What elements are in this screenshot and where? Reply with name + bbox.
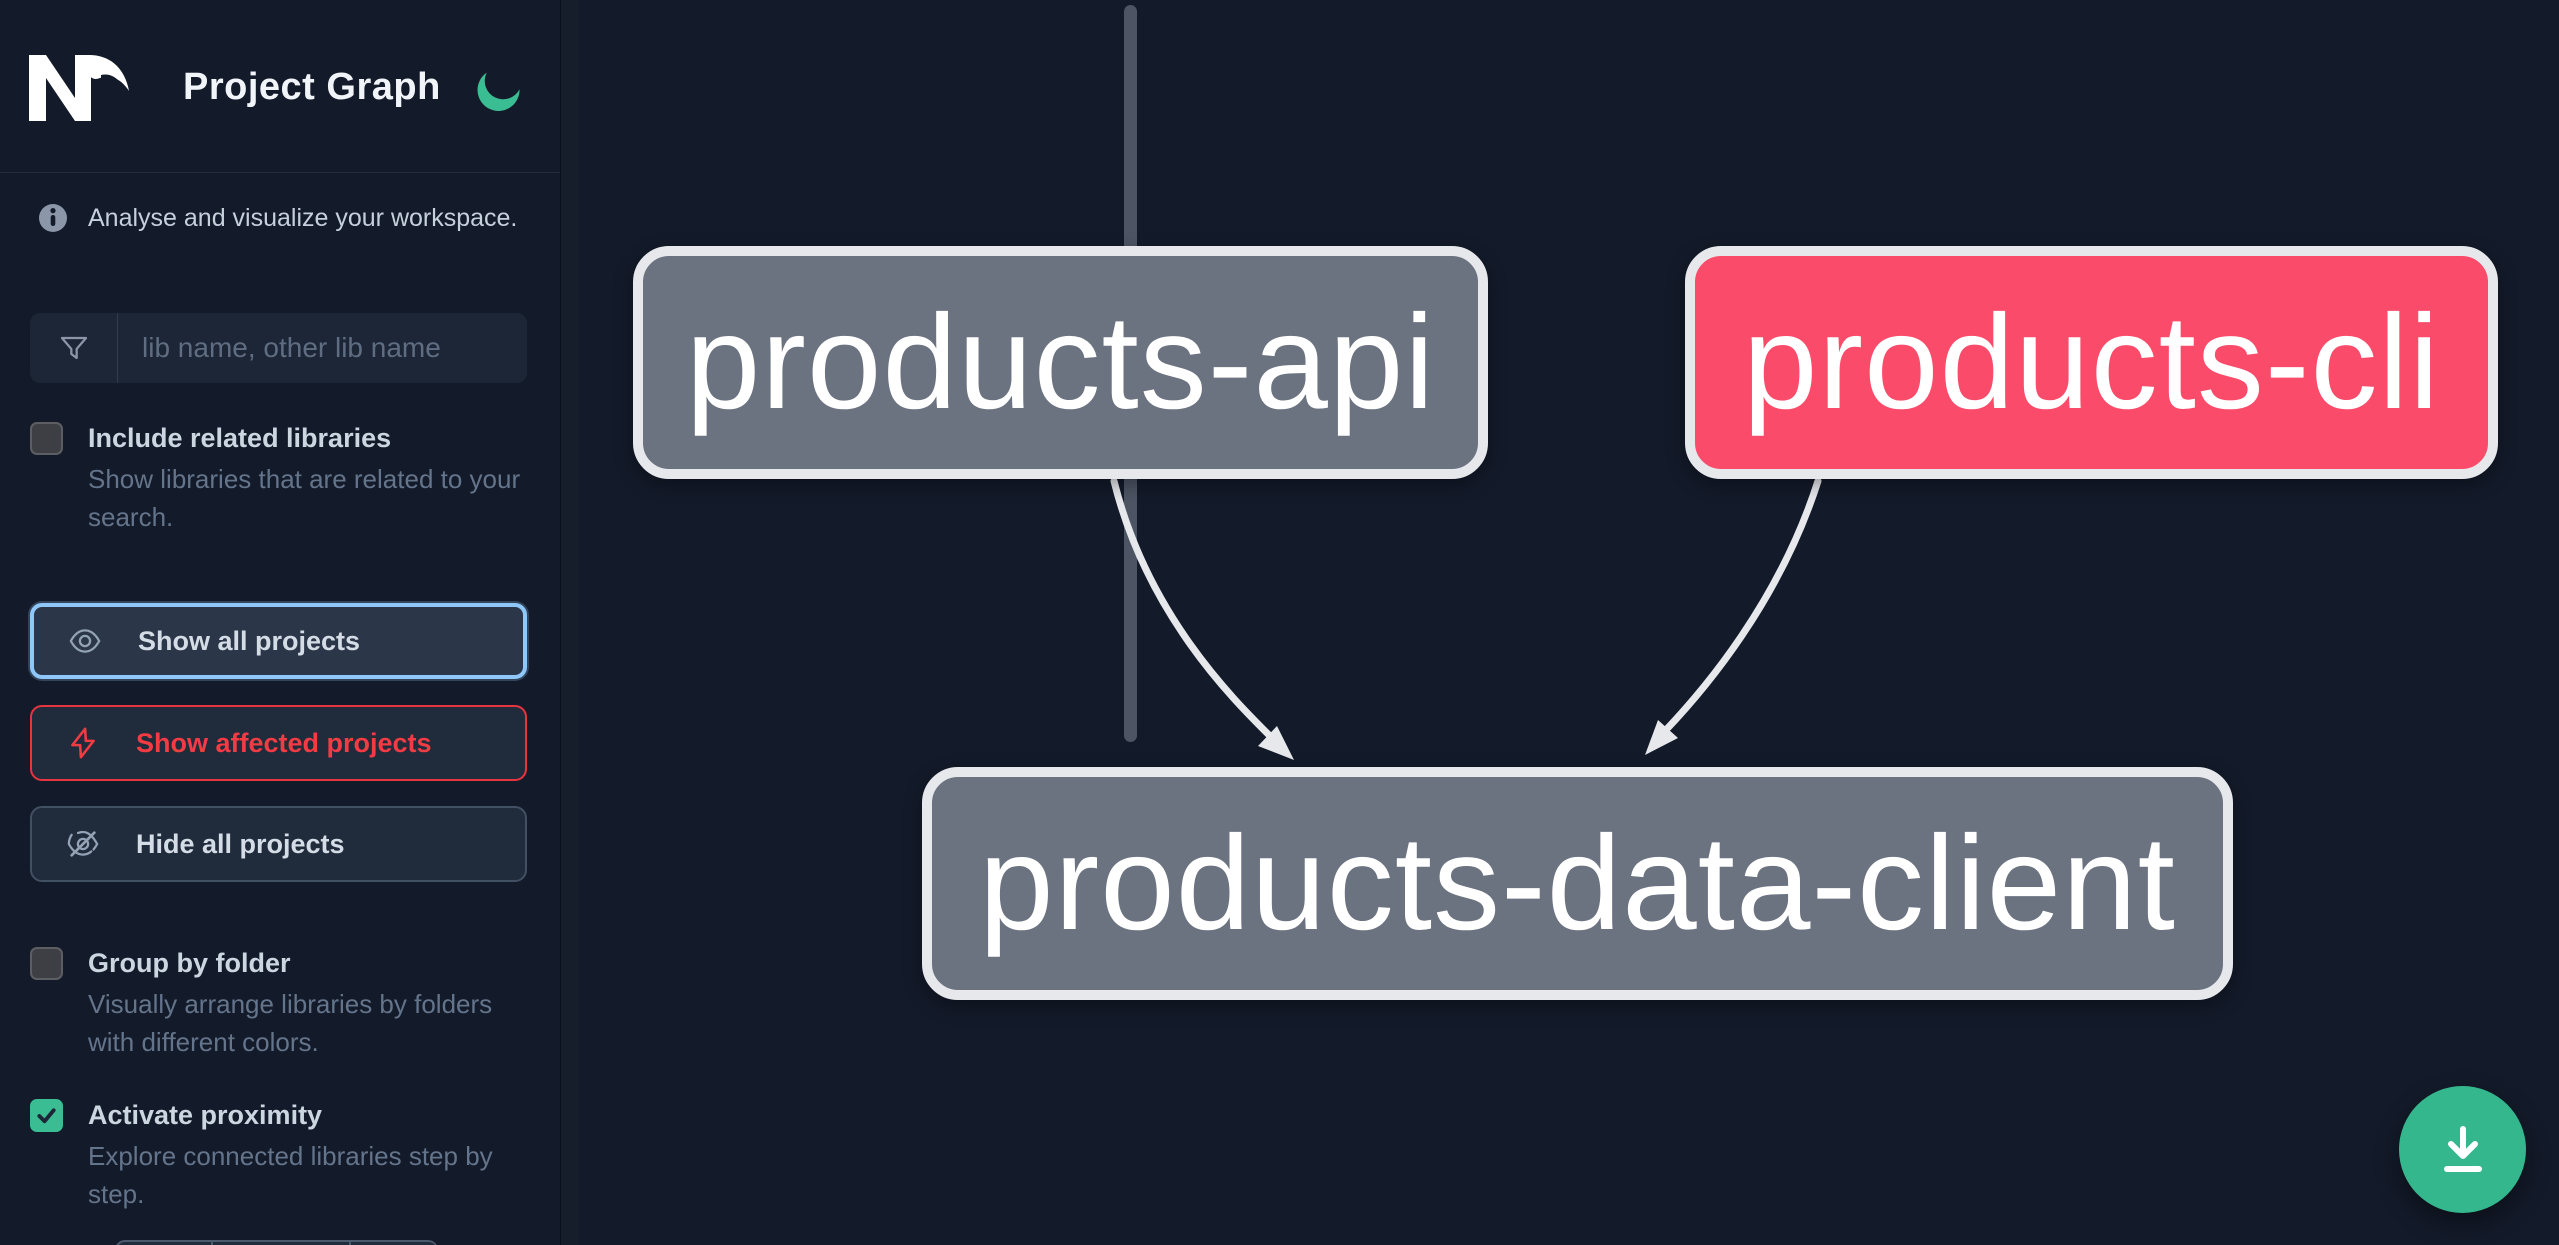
include-related-label: Include related libraries — [88, 423, 392, 453]
node-label: products-cli — [1742, 288, 2441, 437]
download-image-button[interactable] — [2399, 1086, 2526, 1213]
proximity-degree-value — [212, 1240, 350, 1245]
sidebar-header: Project Graph — [0, 0, 560, 173]
node-label: products-api — [685, 288, 1436, 437]
graph-node-products-data-client[interactable]: products-data-client — [922, 767, 2233, 1000]
include-related-description: Show libraries that are related to your … — [88, 464, 521, 532]
group-by-folder-label: Group by folder — [88, 948, 291, 978]
sidebar-scrollbar-track[interactable] — [560, 0, 1137, 1245]
moon-icon[interactable] — [473, 66, 523, 116]
download-icon — [2443, 1125, 2482, 1172]
toggle-group-by-folder: Group by folder Visually arrange librari… — [30, 945, 530, 1061]
activate-proximity-checkbox[interactable] — [30, 1099, 63, 1132]
search-input[interactable] — [118, 313, 527, 383]
eye-icon — [69, 629, 101, 653]
graph-node-products-cli[interactable]: products-cli — [1685, 246, 2498, 479]
funnel-icon — [30, 313, 118, 383]
page-title: Project Graph — [183, 66, 441, 108]
toggle-include-related: Include related libraries Show libraries… — [30, 420, 530, 536]
include-related-checkbox[interactable] — [30, 422, 63, 455]
group-by-folder-description: Visually arrange libraries by folders wi… — [88, 989, 493, 1057]
search-box — [30, 313, 527, 383]
activate-proximity-label: Activate proximity — [88, 1100, 323, 1130]
show-all-projects-button[interactable]: Show all projects — [30, 603, 527, 679]
proximity-increment-button[interactable] — [350, 1240, 438, 1245]
sidebar: Project Graph Analyse and visualize your… — [0, 0, 560, 1245]
graph-node-products-api[interactable]: products-api — [633, 246, 1488, 479]
arrowhead-products-cli — [1645, 720, 1678, 755]
show-affected-projects-label: Show affected projects — [136, 727, 432, 758]
show-all-projects-label: Show all projects — [138, 625, 361, 656]
hide-all-projects-button[interactable]: Hide all projects — [30, 806, 527, 882]
proximity-decrement-button[interactable] — [115, 1240, 212, 1245]
group-by-folder-checkbox[interactable] — [30, 947, 63, 980]
node-label: products-data-client — [979, 809, 2176, 958]
activate-proximity-description: Explore connected libraries step by step… — [88, 1141, 493, 1209]
info-text: Analyse and visualize your workspace. — [88, 203, 518, 232]
show-affected-projects-button[interactable]: Show affected projects — [30, 705, 527, 781]
eye-off-icon — [67, 830, 99, 857]
workspace-info: Analyse and visualize your workspace. — [38, 203, 517, 233]
arrowhead-products-api — [1258, 726, 1294, 760]
proximity-depth-stepper — [115, 1240, 438, 1245]
hide-all-projects-label: Hide all projects — [136, 828, 345, 859]
bolt-icon — [71, 727, 95, 759]
toggle-activate-proximity: Activate proximity Explore connected lib… — [30, 1097, 530, 1213]
info-icon — [39, 204, 67, 232]
nx-logo-icon — [29, 55, 129, 121]
